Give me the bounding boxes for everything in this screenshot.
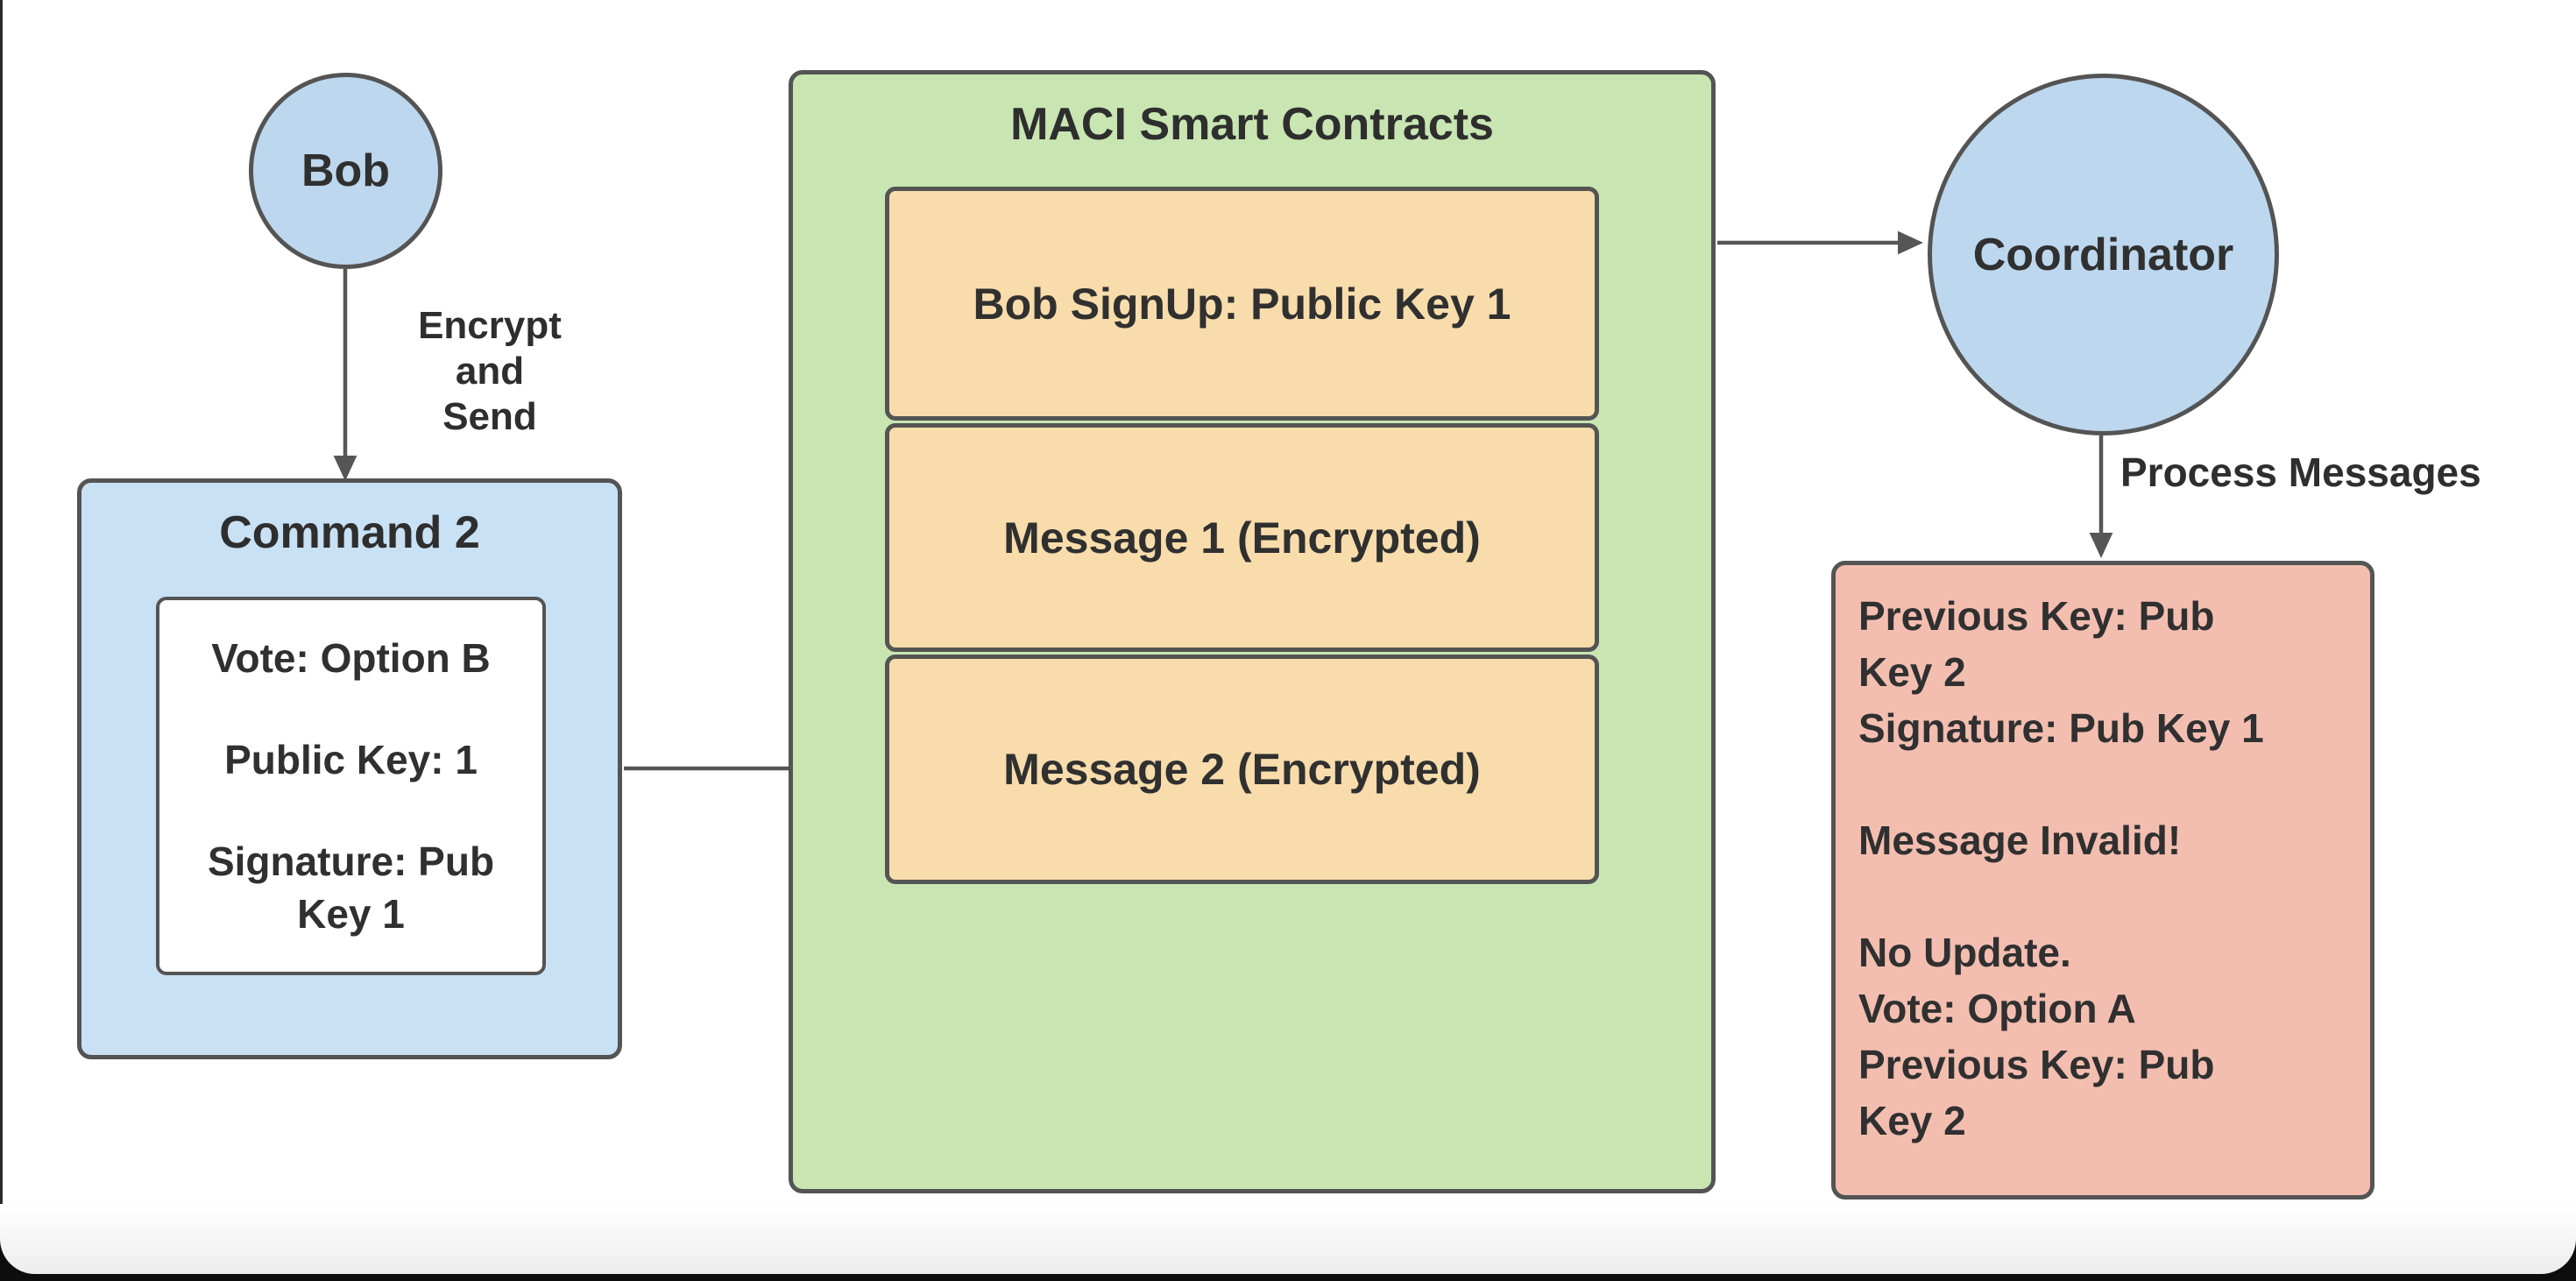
maci-smart-contracts-title: MACI Smart Contracts (1010, 99, 1494, 150)
result-line: Key 2 (1858, 649, 1966, 695)
result-line: Previous Key: Pub (1858, 1042, 2215, 1087)
signature-field: Signature: Pub Key 1 (207, 839, 495, 937)
bob-signup-entry: Bob SignUp: Public Key 1 (885, 187, 1599, 421)
result-line (1858, 868, 2353, 924)
coordinator-label: Coordinator (1972, 229, 2234, 280)
result-line: Previous Key: Pub (1858, 593, 2215, 639)
encrypt-send-line-2: Send (442, 395, 537, 438)
bob-label: Bob (301, 145, 391, 196)
message-2-entry-label: Message 2 (Encrypted) (1003, 745, 1481, 794)
result-line: Vote: Option A (1858, 986, 2136, 1031)
bob-node: Bob (249, 73, 442, 269)
result-line: Signature: Pub Key 1 (1858, 705, 2264, 751)
coordinator-node: Coordinator (1928, 74, 2279, 435)
result-line: Message Invalid! (1858, 817, 2182, 863)
result-line: No Update. (1858, 930, 2071, 975)
result-line (1858, 756, 2353, 812)
message-2-entry: Message 2 (Encrypted) (885, 655, 1599, 884)
window-left-edge (0, 0, 3, 1211)
result-line: Key 2 (1858, 1098, 1966, 1143)
public-key-field: Public Key: 1 (224, 737, 478, 782)
message-1-entry-label: Message 1 (Encrypted) (1003, 513, 1481, 563)
processing-result-box: Previous Key: Pub Key 2 Signature: Pub K… (1831, 561, 2374, 1200)
vote-field: Vote: Option B (211, 635, 491, 681)
command-2-payload-box: Vote: Option B Public Key: 1 Signature: … (156, 597, 546, 975)
message-1-entry: Message 1 (Encrypted) (885, 423, 1599, 652)
bob-signup-entry-label: Bob SignUp: Public Key 1 (973, 279, 1511, 329)
encrypt-send-label: Encrypt and Send (384, 303, 596, 440)
process-messages-label: Process Messages (2120, 449, 2481, 495)
window-bottom-band (0, 1204, 2576, 1274)
command-2-title: Command 2 (219, 507, 480, 558)
encrypt-send-line-1: Encrypt and (418, 304, 562, 393)
